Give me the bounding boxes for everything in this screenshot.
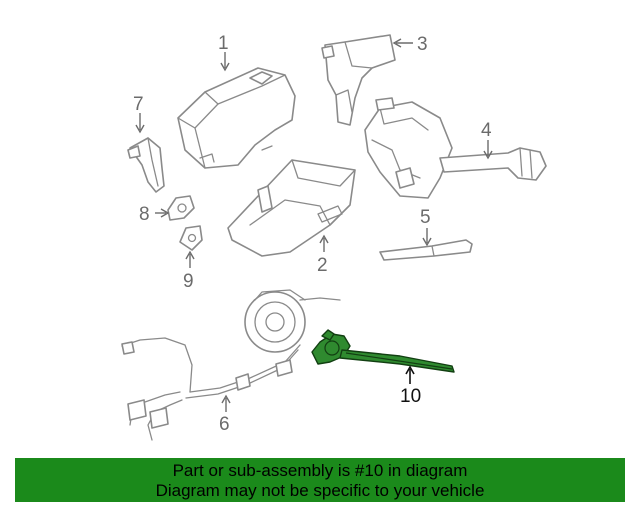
leader-10-arrow xyxy=(405,365,415,375)
leader-8-arrow xyxy=(160,208,170,218)
info-banner: Part or sub-assembly is #10 in diagram D… xyxy=(15,458,625,502)
leader-5-arrow xyxy=(422,237,432,247)
callout-3: 3 xyxy=(417,34,428,55)
part-9-cap[interactable] xyxy=(179,225,203,251)
part-4-multifunction-switch[interactable] xyxy=(364,97,547,199)
banner-line-part: Part or sub-assembly is #10 in diagram xyxy=(172,461,468,480)
leader-6-arrow xyxy=(221,394,231,404)
leader-3-arrow xyxy=(392,38,402,48)
callout-2: 2 xyxy=(317,255,328,276)
leader-2-arrow xyxy=(319,234,329,244)
banner-line-disclaimer: Diagram may not be specific to your vehi… xyxy=(155,481,485,500)
part-3-bracket[interactable] xyxy=(321,34,396,126)
part-5-lever[interactable] xyxy=(379,239,473,261)
callout-4: 4 xyxy=(481,120,492,141)
callout-9: 9 xyxy=(183,271,194,292)
callout-6: 6 xyxy=(219,414,230,435)
leader-9-arrow xyxy=(185,250,195,260)
callout-1: 1 xyxy=(218,33,229,54)
callout-7: 7 xyxy=(133,94,144,115)
callout-10: 10 xyxy=(400,386,421,407)
leader-7-arrow xyxy=(135,124,145,134)
callout-5: 5 xyxy=(420,207,431,228)
parts-diagram: 1 2 3 4 5 xyxy=(121,33,547,441)
callout-8: 8 xyxy=(139,204,150,225)
part-8-housing[interactable] xyxy=(167,195,195,221)
part-10-highlighted[interactable] xyxy=(311,329,455,373)
part-1-upper-shroud[interactable] xyxy=(177,67,296,169)
part-7-lock-cylinder[interactable] xyxy=(127,137,165,193)
leader-1-arrow xyxy=(220,62,230,72)
part-6-clockspring-harness[interactable] xyxy=(121,289,341,441)
leader-4-arrow xyxy=(483,150,493,160)
part-2-lower-shroud[interactable] xyxy=(227,159,356,257)
